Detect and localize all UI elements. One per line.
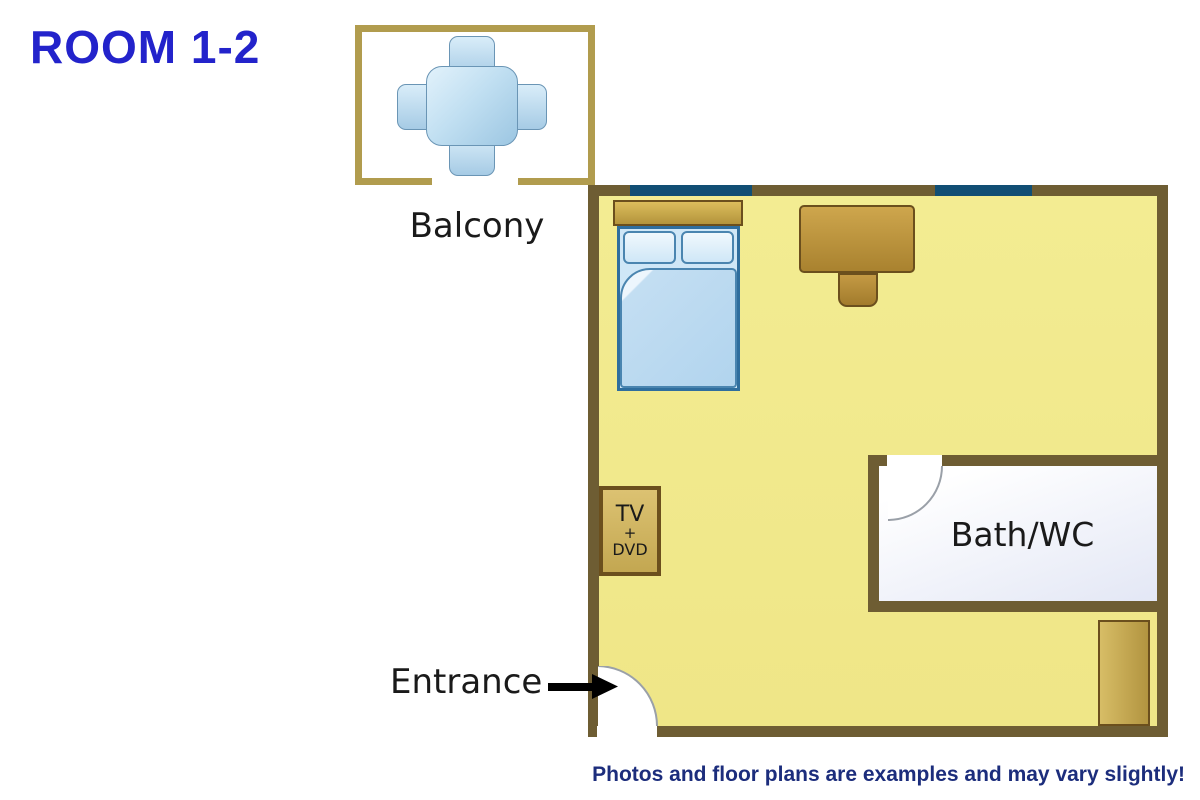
wardrobe [1098,620,1150,726]
entrance-opening [597,726,657,737]
entrance-arrow-icon [548,674,618,699]
bed-blanket [620,268,737,388]
balcony-wall-left [355,25,362,185]
balcony-table [426,66,518,146]
bathroom-label: Bath/WC [950,515,1095,554]
bed-pillow-left [623,231,676,264]
page-title: ROOM 1-2 [30,21,261,73]
bathroom-wall-top-right [941,455,1168,466]
window-left [630,185,752,196]
balcony-wall-bottom-left [355,178,432,185]
desk [799,205,915,273]
disclaimer-text: Photos and floor plans are examples and … [592,763,1185,786]
bathroom-wall-bottom [868,601,1168,612]
balcony-wall-top [355,25,595,32]
tv-dvd-unit: TV + DVD [599,486,661,576]
tv-plus: + [623,524,637,543]
bathroom-door-arc-icon [887,455,943,521]
bed-pillow-right [681,231,734,264]
dvd-label: DVD [612,540,648,560]
tv-label: TV [615,502,645,528]
bed-headboard [613,200,743,226]
balcony-wall-right [588,25,595,185]
entrance-door-arc-icon [597,666,658,727]
entrance-label: Entrance [390,662,543,702]
bathroom-wall-left [868,455,879,612]
desk-chair [838,273,878,307]
balcony-wall-bottom-right [518,178,595,185]
window-right [935,185,1032,196]
balcony-label: Balcony [409,206,545,246]
